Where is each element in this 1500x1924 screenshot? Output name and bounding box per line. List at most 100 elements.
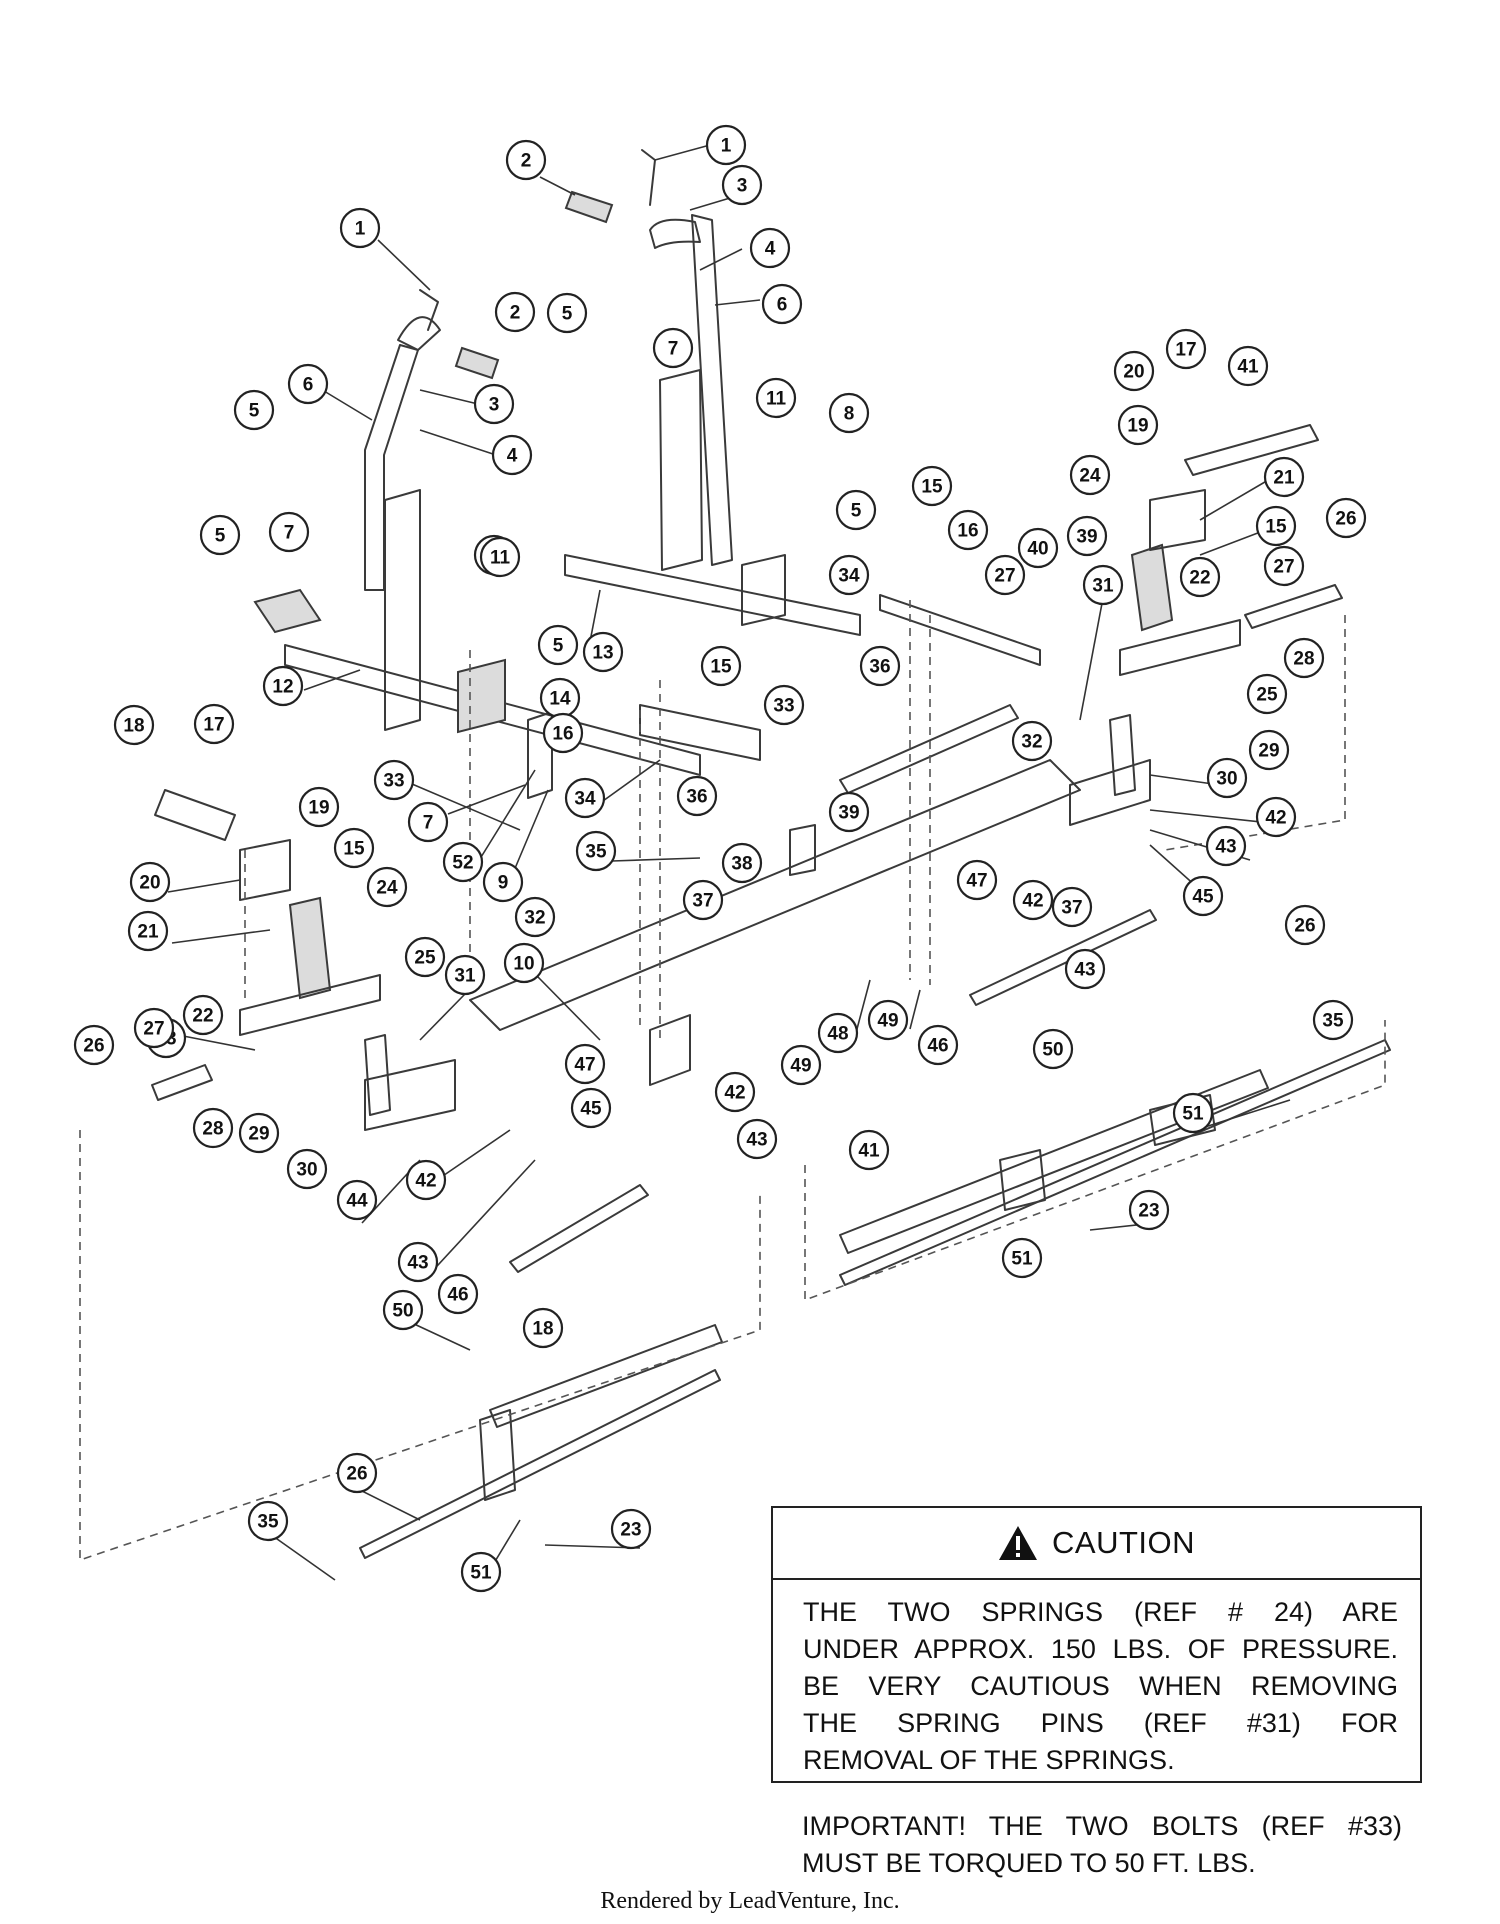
callout-43: 43	[736, 1118, 778, 1160]
callout-label: 43	[1074, 960, 1095, 981]
callout-label: 6	[303, 375, 314, 396]
callout-5: 5	[835, 489, 877, 531]
callout-label: 15	[1265, 517, 1287, 538]
callout-circle	[339, 207, 381, 249]
callout-circle	[1255, 505, 1297, 547]
callout-label: 7	[668, 339, 679, 360]
callout-37: 37	[682, 879, 724, 921]
callout-50: 50	[1032, 1028, 1074, 1070]
callout-12: 12	[262, 665, 304, 707]
callout-markers: 1234612576354711118511513155121416333334…	[73, 124, 1367, 1593]
callout-label: 27	[994, 566, 1015, 587]
callout-7: 7	[407, 801, 449, 843]
right-mount-30	[1069, 759, 1151, 826]
callout-label: 15	[710, 657, 732, 678]
callout-43: 43	[1064, 948, 1106, 990]
callout-circle	[444, 954, 486, 996]
right-pin-1	[641, 149, 656, 206]
callout-41: 41	[848, 1129, 890, 1171]
callout-label: 39	[838, 803, 859, 824]
callout-32: 32	[514, 896, 556, 938]
callout-26: 26	[1325, 497, 1367, 539]
callout-3: 3	[473, 383, 515, 425]
callout-circle	[479, 536, 521, 578]
bracket-14	[457, 658, 506, 734]
callout-label: 43	[1215, 837, 1236, 858]
callout-circle	[859, 645, 901, 687]
plate-9	[527, 711, 553, 799]
callout-circle	[956, 859, 998, 901]
callout-34: 34	[828, 554, 870, 596]
callout-5: 5	[546, 292, 588, 334]
callout-circle	[268, 511, 310, 553]
callout-circle	[542, 712, 584, 754]
callout-23: 23	[610, 1508, 652, 1550]
callout-11: 11	[755, 377, 797, 419]
callout-circle	[1283, 637, 1325, 679]
callout-35: 35	[1312, 999, 1354, 1041]
callout-label: 51	[1182, 1104, 1204, 1125]
callout-4: 4	[749, 227, 791, 269]
callout-29: 29	[1248, 729, 1290, 771]
leader-43-left	[425, 1159, 536, 1279]
callout-circle	[286, 1148, 328, 1190]
callout-circle	[127, 910, 169, 952]
callout-circle	[1032, 1028, 1074, 1070]
callout-15: 15	[1255, 505, 1297, 547]
important-line: IMPORTANT! THE TWO BOLTS (REF #33)	[802, 1811, 1402, 1841]
callout-label: 20	[1123, 362, 1144, 383]
callout-circle	[473, 383, 515, 425]
left-pin-1	[419, 289, 439, 331]
callout-33: 33	[763, 684, 805, 726]
callout-label: 36	[869, 657, 890, 678]
callout-label: 41	[858, 1141, 880, 1162]
callout-label: 7	[423, 813, 434, 834]
callout-label: 32	[524, 908, 545, 929]
callout-circle	[333, 827, 375, 869]
right-handle-grip	[649, 218, 701, 249]
callout-circle	[73, 1024, 115, 1066]
callout-6: 6	[287, 363, 329, 405]
callout-1: 1	[339, 207, 381, 249]
callout-label: 42	[415, 1171, 436, 1192]
callout-label: 5	[562, 304, 573, 325]
callout-24: 24	[1069, 454, 1111, 496]
callout-circle	[1128, 1189, 1170, 1231]
upper-channel-13	[564, 554, 861, 636]
callout-circle	[113, 704, 155, 746]
callout-47: 47	[956, 859, 998, 901]
callout-label: 10	[513, 954, 534, 975]
callout-circle	[505, 139, 547, 181]
callout-label: 49	[790, 1056, 811, 1077]
callout-circle	[247, 1500, 289, 1542]
callout-circle	[460, 1551, 502, 1593]
bar-34-right	[879, 594, 1041, 666]
callout-label: 42	[724, 1083, 745, 1104]
left-roller-2	[454, 346, 500, 380]
leader-21-left	[171, 929, 271, 944]
callout-49: 49	[867, 999, 909, 1041]
callout-44: 44	[336, 1179, 378, 1221]
callout-label: 30	[1216, 769, 1237, 790]
callout-circle	[129, 861, 171, 903]
callout-34: 34	[564, 777, 606, 819]
leader-1-left	[377, 239, 431, 291]
callout-label: 1	[355, 219, 366, 240]
callout-5: 5	[537, 624, 579, 666]
right-roller-2	[564, 190, 614, 224]
callout-label: 3	[489, 395, 500, 416]
callout-circle	[1165, 328, 1207, 370]
callout-circle	[1255, 796, 1297, 838]
callout-label: 26	[346, 1464, 367, 1485]
callout-26: 26	[336, 1452, 378, 1494]
left-handle-plate	[384, 489, 421, 731]
leader-35	[611, 857, 701, 862]
leader-50-lower	[411, 1322, 471, 1351]
callout-23: 23	[1128, 1189, 1170, 1231]
leader-3-left	[419, 389, 479, 405]
callout-label: 46	[447, 1285, 468, 1306]
caution-line: THE SPRING PINS (REF #31) FOR	[803, 1708, 1398, 1738]
callout-circle	[848, 1129, 890, 1171]
right-handle-plate	[659, 369, 703, 571]
